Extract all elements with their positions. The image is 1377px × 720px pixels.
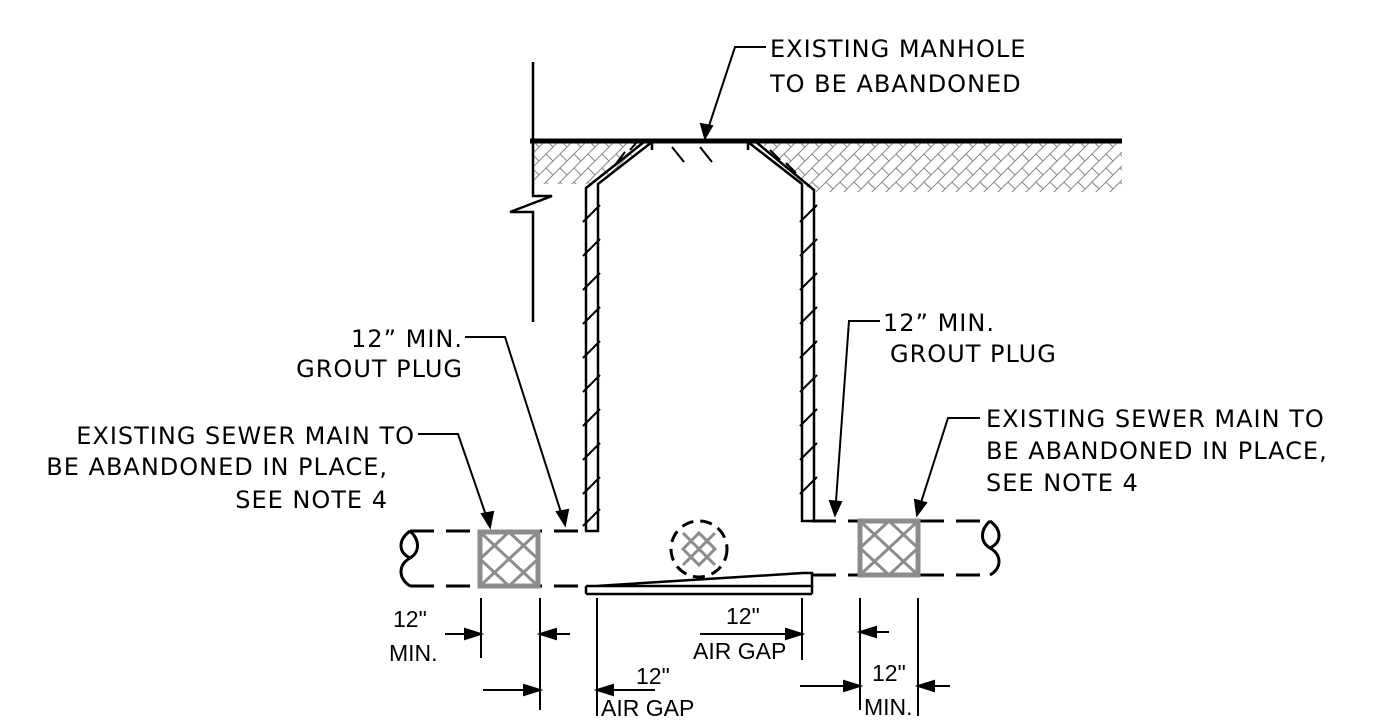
label-line: EXISTING SEWER MAIN TO — [986, 405, 1325, 433]
grout-plug-left — [477, 529, 541, 589]
soil-hatch — [533, 142, 1122, 192]
dim-value: 12" — [636, 663, 670, 689]
label-line: BE ABANDONED IN PLACE, — [986, 437, 1328, 465]
wall-hatch-left — [582, 204, 601, 527]
dim-air-gap-left: 12" AIR GAP — [601, 663, 694, 720]
manhole-structure — [582, 141, 818, 533]
dim-value: 12" — [393, 606, 427, 632]
leader-sewer-right — [916, 417, 980, 516]
leader-lines — [418, 46, 980, 530]
label-line: SEE NOTE 4 — [235, 486, 388, 514]
cone-hatch — [614, 141, 797, 174]
label-line: GROUT PLUG — [890, 340, 1057, 368]
callout-grout-plug-left: 12” MIN. GROUT PLUG — [296, 325, 463, 383]
callout-sewer-main-right: EXISTING SEWER MAIN TO BE ABANDONED IN P… — [986, 405, 1328, 497]
leader-existing-manhole — [704, 46, 766, 139]
wall-hatch-right — [799, 204, 818, 495]
label-line: 12” MIN. — [351, 325, 463, 353]
label-line: TO BE ABANDONED — [769, 70, 1022, 98]
label-line: EXISTING MANHOLE — [770, 35, 1026, 63]
dim-value: 12" — [726, 603, 760, 629]
outlet-pipe-plug — [669, 519, 729, 579]
dim-right-min: 12" MIN. — [864, 660, 913, 720]
dim-value: 12" — [872, 660, 906, 686]
break-line — [509, 62, 553, 322]
dim-air-gap-right: 12" AIR GAP — [693, 603, 786, 664]
leader-grout-plug-left — [465, 336, 566, 526]
callout-grout-plug-right: 12” MIN. GROUT PLUG — [883, 309, 1057, 368]
label-line: EXISTING SEWER MAIN TO — [76, 422, 415, 450]
label-line: 12” MIN. — [883, 309, 995, 337]
label-line: GROUT PLUG — [296, 355, 463, 383]
leader-grout-plug-right — [834, 320, 880, 516]
dim-label: MIN. — [389, 640, 438, 666]
label-line: SEE NOTE 4 — [986, 469, 1139, 497]
dim-label: AIR GAP — [601, 695, 694, 720]
manhole-base — [584, 571, 814, 596]
dim-label: AIR GAP — [693, 638, 786, 664]
dimension-lines — [445, 598, 950, 716]
leader-sewer-left — [418, 433, 491, 528]
label-line: BE ABANDONED IN PLACE, — [46, 453, 388, 481]
dim-label: MIN. — [864, 694, 913, 720]
callout-sewer-main-left: EXISTING SEWER MAIN TO BE ABANDONED IN P… — [46, 422, 415, 514]
dim-left-min: 12" MIN. — [389, 606, 438, 666]
grout-plug-right — [857, 518, 921, 578]
callout-existing-manhole: EXISTING MANHOLE TO BE ABANDONED — [769, 35, 1026, 98]
